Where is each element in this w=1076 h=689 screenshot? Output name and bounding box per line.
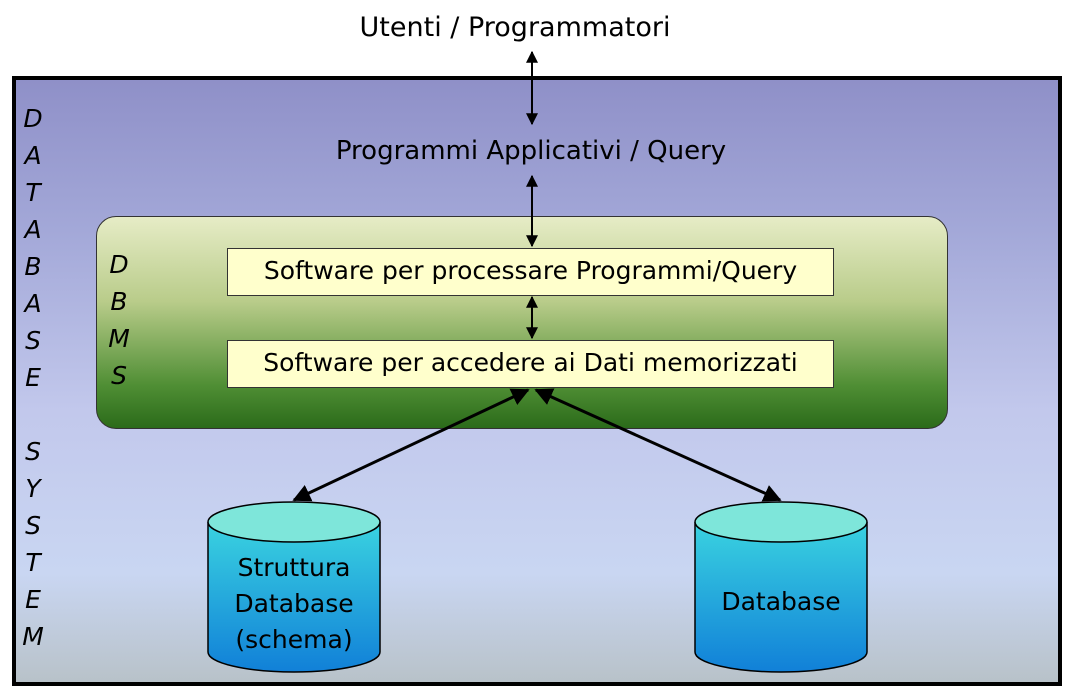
dbms-vertical-label: D B M S: [104, 246, 134, 394]
schema-label: Struttura Database (schema): [208, 550, 380, 658]
vertical-letter: B: [24, 252, 42, 281]
vertical-letter: E: [25, 585, 41, 614]
users-programmers-label: Utenti / Programmatori: [359, 12, 671, 43]
dbms-letter: S: [111, 361, 127, 390]
dbms-letter: D: [109, 250, 129, 279]
dbms-letter: M: [108, 324, 130, 353]
vertical-letter: T: [25, 548, 41, 577]
schema-label-line: Struttura: [237, 553, 351, 582]
data-access-software-box: Software per accedere ai Dati memorizzat…: [227, 340, 834, 388]
vertical-letter: M: [22, 622, 44, 651]
vertical-letter: A: [24, 215, 42, 244]
vertical-letter: E: [25, 363, 41, 392]
database-label: Database: [721, 587, 841, 616]
vertical-letter: S: [25, 511, 41, 540]
query-processing-software-box: Software per processare Programmi/Query: [227, 248, 834, 296]
vertical-letter: D: [23, 104, 43, 133]
dbms-letter: B: [110, 287, 128, 316]
vertical-letter: S: [25, 326, 41, 355]
vertical-letter: S: [25, 437, 41, 466]
vertical-letter: A: [24, 141, 42, 170]
database-system-vertical-label: D A T A B A S E S Y S T E M: [18, 100, 48, 655]
application-programs-label: Programmi Applicativi / Query: [335, 136, 727, 166]
vertical-letter: Y: [25, 474, 41, 503]
access-schema-arrow: [292, 388, 530, 502]
vertical-letter: A: [24, 289, 42, 318]
schema-label-line: (schema): [235, 625, 353, 654]
database-cylinder: [694, 501, 868, 673]
schema-cylinder: [207, 501, 381, 673]
vertical-letter: T: [25, 178, 41, 207]
access-database-arrow: [534, 388, 782, 502]
schema-label-line: Database: [234, 589, 354, 618]
